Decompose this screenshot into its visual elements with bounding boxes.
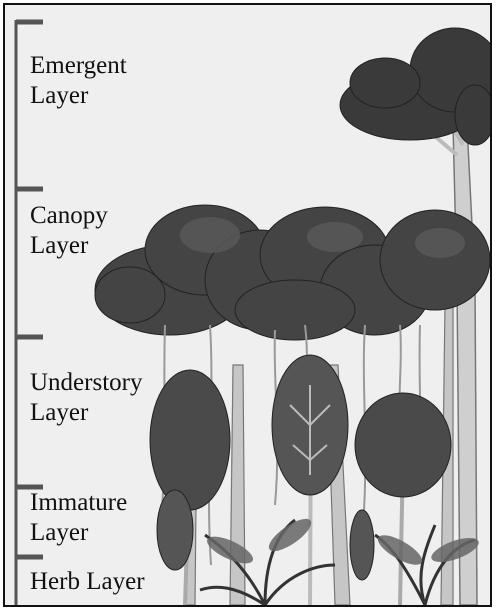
label-herb-layer: Herb Layer bbox=[30, 567, 145, 597]
label-canopy-line1: Canopy bbox=[30, 201, 108, 231]
label-herb-line1: Herb Layer bbox=[30, 567, 145, 597]
rainforest-layers-diagram: Emergent Layer Canopy Layer Understory L… bbox=[3, 3, 492, 607]
label-immature-line1: Immature bbox=[30, 488, 127, 518]
label-understory-line2: Layer bbox=[30, 398, 142, 428]
label-canopy-layer: Canopy Layer bbox=[30, 201, 108, 261]
label-understory-line1: Understory bbox=[30, 368, 142, 398]
label-emergent-layer: Emergent Layer bbox=[30, 51, 127, 111]
label-immature-layer: Immature Layer bbox=[30, 488, 127, 548]
label-emergent-line2: Layer bbox=[30, 81, 127, 111]
ground bbox=[5, 605, 492, 607]
label-immature-line2: Layer bbox=[30, 518, 127, 548]
label-canopy-line2: Layer bbox=[30, 231, 108, 261]
label-understory-layer: Understory Layer bbox=[30, 368, 142, 428]
label-emergent-line1: Emergent bbox=[30, 51, 127, 81]
